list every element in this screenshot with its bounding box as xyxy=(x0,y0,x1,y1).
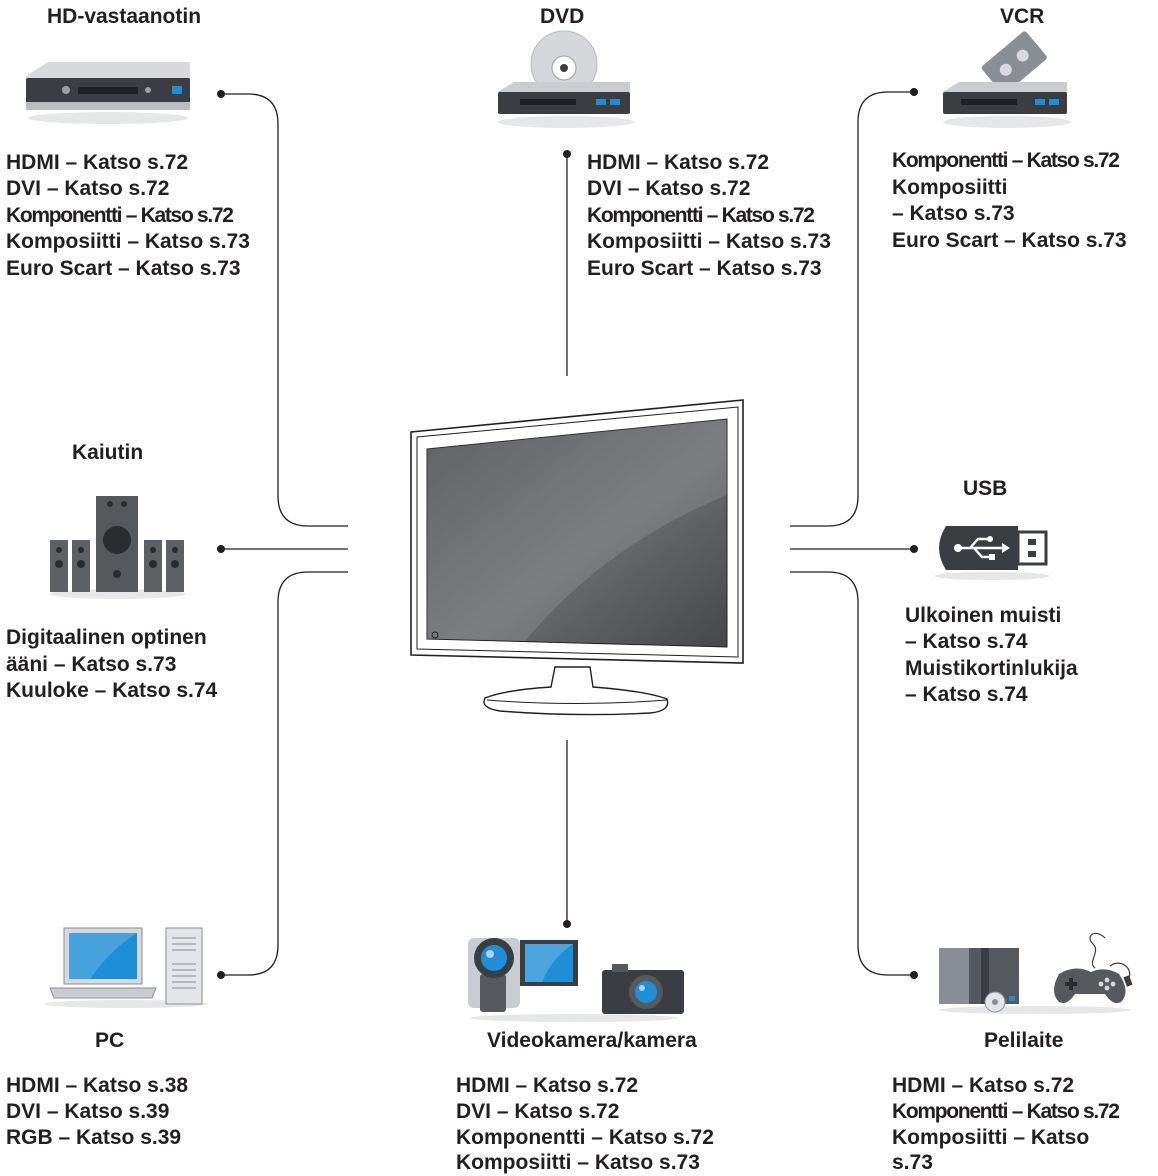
label-usb-4: – Katso s.74 xyxy=(905,683,1028,706)
dot-game xyxy=(910,971,918,979)
pc-icon xyxy=(44,927,208,1008)
hd-receiver-icon xyxy=(26,62,190,124)
dot-vcr xyxy=(910,88,918,96)
speaker-icon xyxy=(50,496,186,599)
label-pc-3: RGB – Katso s.39 xyxy=(6,1126,182,1149)
title-game: Pelilaite xyxy=(984,1029,1064,1052)
game-console-icon xyxy=(939,932,1133,1014)
title-camera: Videokamera/kamera xyxy=(487,1029,697,1052)
dot-speaker xyxy=(217,545,225,553)
label-usb-2: – Katso s.74 xyxy=(905,630,1028,653)
vcr-icon xyxy=(943,31,1071,128)
label-game-4: s.73 xyxy=(892,1151,933,1174)
dvd-player-icon xyxy=(498,30,634,128)
label-camera-3: Komponentti – Katso s.72 xyxy=(456,1126,714,1149)
label-hd-2: DVI – Katso s.72 xyxy=(6,177,170,200)
line-game xyxy=(790,571,914,976)
label-pc-2: DVI – Katso s.39 xyxy=(6,1100,170,1123)
label-speaker-2: ääni – Katso s.73 xyxy=(6,653,177,676)
title-usb: USB xyxy=(963,477,1008,500)
dot-dvd xyxy=(563,150,571,158)
label-camera-2: DVI – Katso s.72 xyxy=(456,1100,620,1123)
title-pc: PC xyxy=(95,1029,125,1052)
label-game-2: Komponentti – Katso s.72 xyxy=(892,1100,1120,1123)
label-hd-5: Euro Scart – Katso s.73 xyxy=(6,257,241,280)
label-hd-4: Komposiitti – Katso s.73 xyxy=(6,230,250,253)
title-vcr: VCR xyxy=(1000,5,1045,28)
line-pc xyxy=(221,571,348,976)
label-dvd-3: Komponentti – Katso s.72 xyxy=(587,204,815,227)
label-hd-3: Komponentti – Katso s.72 xyxy=(6,204,234,227)
label-camera-1: HDMI – Katso s.72 xyxy=(456,1074,639,1097)
dot-usb xyxy=(910,545,918,553)
tv-illustration xyxy=(410,399,744,716)
label-game-3: Komposiitti – Katso xyxy=(892,1126,1090,1149)
label-dvd-5: Euro Scart – Katso s.73 xyxy=(587,257,822,280)
line-vcr xyxy=(790,91,914,527)
camera-icon xyxy=(468,938,684,1022)
label-pc-1: HDMI – Katso s.38 xyxy=(6,1074,189,1097)
label-camera-4: Komposiitti – Katso s.73 xyxy=(456,1151,700,1174)
label-dvd-2: DVI – Katso s.72 xyxy=(587,177,751,200)
usb-icon xyxy=(934,526,1050,580)
title-dvd: DVD xyxy=(540,5,585,28)
label-vcr-3: – Katso s.73 xyxy=(892,202,1015,225)
dot-pc xyxy=(217,971,225,979)
label-hd-1: HDMI – Katso s.72 xyxy=(6,151,189,174)
label-speaker-3: Kuuloke – Katso s.74 xyxy=(6,679,218,702)
label-speaker-1: Digitaalinen optinen xyxy=(6,626,207,649)
label-game-1: HDMI – Katso s.72 xyxy=(892,1074,1075,1097)
title-hd-receiver: HD-vastaanotin xyxy=(47,5,202,28)
label-dvd-1: HDMI – Katso s.72 xyxy=(587,151,770,174)
label-vcr-1: Komponentti – Katso s.72 xyxy=(892,149,1120,172)
label-vcr-2: Komposiitti xyxy=(892,176,1008,199)
title-speaker: Kaiutin xyxy=(72,441,144,464)
label-usb-3: Muistikortinlukija xyxy=(905,657,1078,680)
dot-hd xyxy=(217,90,225,98)
dot-camera xyxy=(563,920,571,928)
label-dvd-4: Komposiitti – Katso s.73 xyxy=(587,230,831,253)
line-hd xyxy=(221,93,348,527)
label-usb-1: Ulkoinen muisti xyxy=(905,604,1062,627)
label-vcr-4: Euro Scart – Katso s.73 xyxy=(892,229,1127,252)
